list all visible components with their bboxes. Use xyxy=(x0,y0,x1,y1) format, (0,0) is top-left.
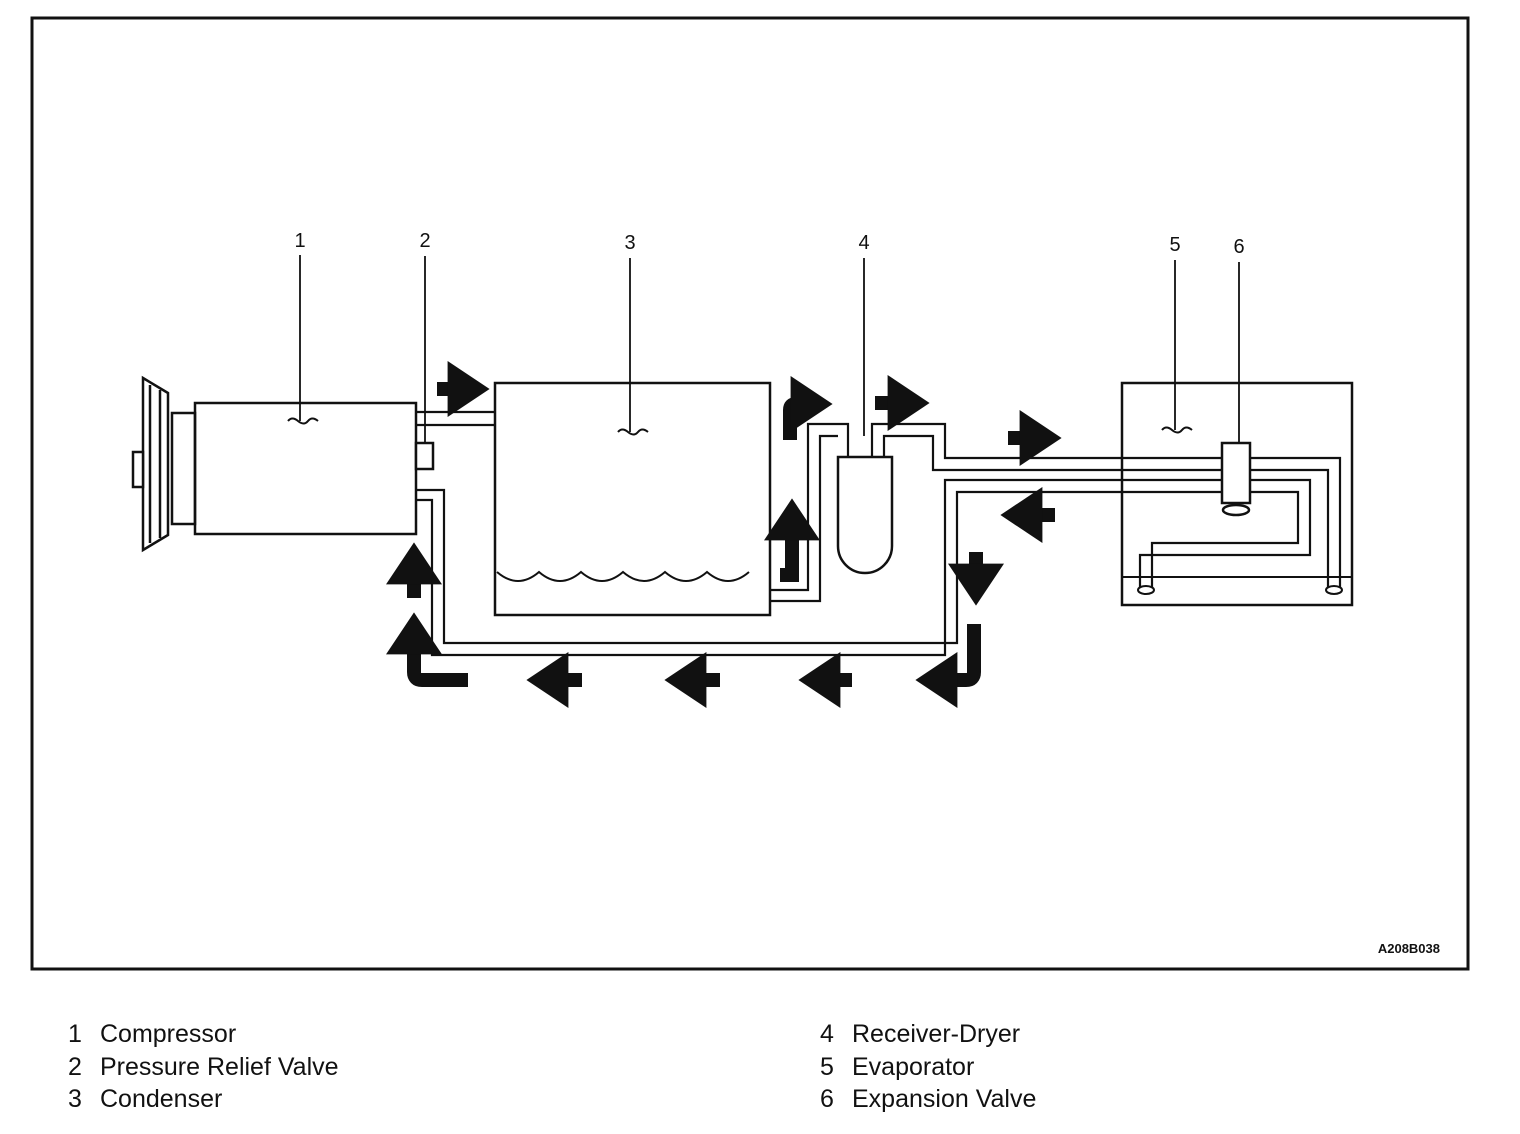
pressure-relief-valve xyxy=(414,441,435,471)
legend-item: 1 Compressor xyxy=(68,1018,339,1051)
legend-label: Expansion Valve xyxy=(852,1085,1037,1113)
receiver-dryer xyxy=(836,455,894,575)
legend-number: 3 xyxy=(68,1085,82,1113)
callout-2: 2 xyxy=(419,230,430,252)
condenser xyxy=(493,381,772,617)
legend-left-column: 1 Compressor 2 Pressure Relief Valve 3 C… xyxy=(68,1018,339,1116)
figure-reference-code: A208B038 xyxy=(1378,941,1440,956)
flow-arrow xyxy=(915,624,981,708)
legend-number: 5 xyxy=(820,1052,834,1081)
legend-number: 2 xyxy=(68,1052,82,1081)
flow-arrows xyxy=(386,361,1062,708)
flow-arrow xyxy=(386,612,468,687)
compressor xyxy=(131,375,418,553)
callout-5: 5 xyxy=(1169,234,1180,256)
legend-label: Compressor xyxy=(100,1020,237,1048)
legend-number: 1 xyxy=(68,1020,82,1048)
callout-4: 4 xyxy=(858,232,869,254)
expansion-valve xyxy=(1220,441,1252,517)
legend-number: 6 xyxy=(820,1085,834,1113)
leader-lines xyxy=(299,255,1240,443)
legend-item: 4 Receiver-Dryer xyxy=(820,1018,1036,1051)
legend-item: 5 Evaporator xyxy=(820,1051,1036,1084)
ac-system-diagram: 1 2 3 4 5 6 A208B038 xyxy=(30,16,1470,971)
legend-item: 6 Expansion Valve xyxy=(820,1083,1036,1116)
legend-number: 4 xyxy=(820,1020,834,1048)
legend-item: 3 Condenser xyxy=(68,1083,339,1116)
callout-3: 3 xyxy=(624,232,635,254)
legend-item: 2 Pressure Relief Valve xyxy=(68,1051,339,1084)
diagram-frame xyxy=(30,16,1470,971)
flow-arrow xyxy=(764,498,820,582)
legend-label: Pressure Relief Valve xyxy=(100,1052,339,1081)
legend-label: Receiver-Dryer xyxy=(852,1020,1021,1048)
legend-label: Evaporator xyxy=(852,1052,975,1081)
legend-right-column: 4 Receiver-Dryer 5 Evaporator 6 Expansio… xyxy=(820,1018,1036,1116)
flow-arrow xyxy=(783,376,833,440)
callout-6: 6 xyxy=(1233,236,1244,258)
callout-1: 1 xyxy=(294,230,305,252)
legend-label: Condenser xyxy=(100,1085,223,1113)
evaporator-pipe-ends xyxy=(1137,585,1343,595)
